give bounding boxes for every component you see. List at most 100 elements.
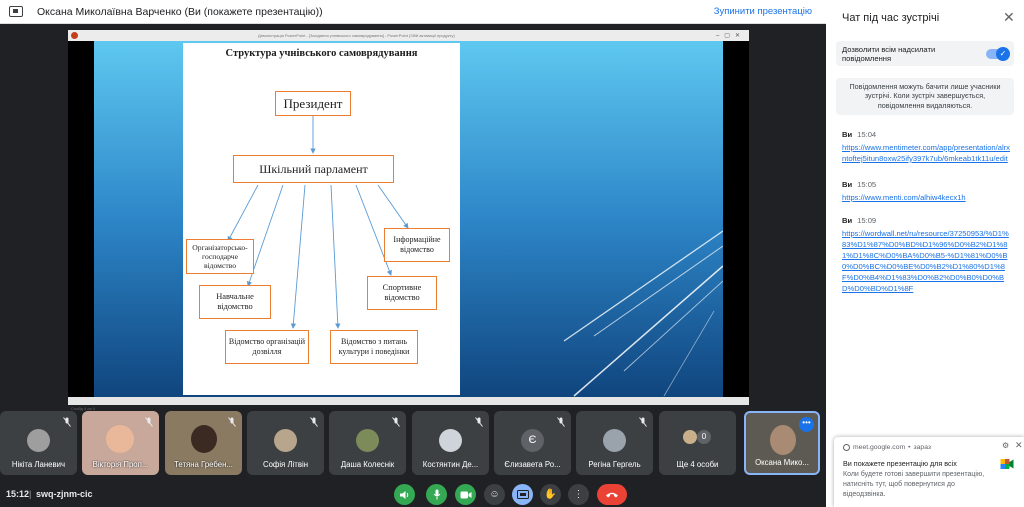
chat-panel: Чат під час зустрічі ✕ Дозволити всім на… <box>826 0 1024 507</box>
participant-tile[interactable]: Софія Літвін <box>247 411 324 475</box>
slide-counter: Слайд 4 из 9 <box>71 406 95 411</box>
participant-tile[interactable]: Тетяна Гребен... <box>165 411 242 475</box>
more-participants-tile[interactable]: 0 Ще 4 особи <box>659 411 736 475</box>
message-sender: Ви <box>842 216 853 225</box>
message-time: 15:09 <box>857 216 877 225</box>
end-call-button[interactable] <box>597 484 627 505</box>
close-icon[interactable]: ✕ <box>1015 440 1023 450</box>
avatar <box>27 429 50 452</box>
message-sender: Ви <box>842 180 853 189</box>
participant-tile[interactable]: Регіна Гергель <box>576 411 653 475</box>
notification-source: meet.google.com • зараз <box>843 444 931 451</box>
mic-icon <box>433 489 440 500</box>
message-sender: Ви <box>842 130 853 139</box>
avatar <box>683 430 697 444</box>
participant-name: Регіна Гергель <box>588 460 641 469</box>
allow-messages-row: Дозволити всім надсилати повідомлення ✓ <box>836 41 1014 66</box>
raise-hand-button[interactable]: ✋ <box>540 484 561 505</box>
separator: | <box>29 489 32 499</box>
participant-name: Даша Колеснік <box>340 460 395 469</box>
allow-messages-label: Дозволити всім надсилати повідомлення <box>842 44 936 63</box>
box-sport: Спортивне відомство <box>367 276 437 310</box>
avatar-initial: Є <box>521 429 544 452</box>
mic-off-icon <box>557 417 565 427</box>
reactions-button[interactable]: ☺ <box>484 484 505 505</box>
chat-message: Ви 15:05 https://www.menti.com/alhiw4kecx… <box>842 180 1012 203</box>
present-button[interactable] <box>512 484 533 505</box>
more-vert-icon: ⋮ <box>573 489 584 500</box>
presentation-statusbar: Слайд 4 из 9 <box>68 397 749 411</box>
present-screen-icon <box>516 490 529 499</box>
speaker-button[interactable] <box>394 484 415 505</box>
more-count: 0 <box>697 430 711 444</box>
chat-notice: Повідомлення можуть бачити лише учасники… <box>836 78 1014 115</box>
mic-off-icon <box>63 417 71 427</box>
box-culture: Відомство з питань культури і поведінки <box>330 330 418 364</box>
gear-icon[interactable]: ⚙ <box>1002 441 1010 450</box>
chat-title: Чат під час зустрічі <box>842 12 940 24</box>
box-education: Навчальне відомство <box>199 285 271 319</box>
microphone-button[interactable] <box>426 484 447 505</box>
hand-icon: ✋ <box>544 489 557 500</box>
more-options-icon[interactable]: ••• <box>799 417 814 432</box>
avatar <box>274 429 297 452</box>
message-link[interactable]: https://www.mentimeter.com/app/presentat… <box>842 143 1010 163</box>
mic-off-icon <box>228 417 236 427</box>
avatar <box>603 429 626 452</box>
present-notification[interactable]: meet.google.com • зараз ⚙ ✕ Ви покажете … <box>834 437 1024 507</box>
meet-logo-icon <box>1000 459 1014 469</box>
mic-off-icon <box>145 417 153 427</box>
self-tile[interactable]: ••• Оксана Мико... <box>744 411 820 475</box>
avatar <box>356 429 379 452</box>
participant-tile[interactable]: Є Єлизавета Ро... <box>494 411 571 475</box>
mic-off-icon <box>392 417 400 427</box>
box-info: Інформаційне відомство <box>384 228 450 262</box>
presentation-window-title: Демонстрація PowerPoint - [Засідання учн… <box>258 33 455 38</box>
message-link[interactable]: https://wordwall.net/ru/resource/3725095… <box>842 229 1009 293</box>
box-leisure: Відомство організацій дозвілля <box>225 330 309 364</box>
slide-decoration-lines <box>563 230 723 397</box>
video-feed <box>191 425 217 453</box>
video-feed <box>106 425 134 453</box>
message-time: 15:05 <box>857 180 877 189</box>
participant-name: Єлизавета Ро... <box>504 460 561 469</box>
mic-off-icon <box>310 417 318 427</box>
control-bar: 15:12 | swq-zjnm-cic ☺ ✋ ⋮ <box>0 481 826 507</box>
chat-message: Ви 15:04 https://www.mentimeter.com/app/p… <box>842 130 1012 164</box>
participant-name: Тетяна Гребен... <box>174 460 233 469</box>
globe-icon <box>843 444 850 451</box>
box-president: Президент <box>275 91 351 116</box>
participant-tile[interactable]: Костянтин Де... <box>412 411 489 475</box>
camera-icon <box>460 491 471 498</box>
more-options-button[interactable]: ⋮ <box>568 484 589 505</box>
notification-time: зараз <box>913 444 932 451</box>
participant-tile[interactable]: Даша Колеснік <box>329 411 406 475</box>
meeting-code: swq-zjnm-cic <box>36 489 93 499</box>
presentation-titlebar: Демонстрація PowerPoint - [Засідання учн… <box>68 30 749 41</box>
participant-tile[interactable]: Нікіта Ланевич <box>0 411 77 475</box>
close-icon[interactable]: ✕ <box>1003 9 1015 25</box>
mic-off-icon <box>639 417 647 427</box>
participant-name: Оксана Мико... <box>755 458 809 467</box>
box-org-household: Організаторсько-господарче відомство <box>186 239 254 274</box>
camera-button[interactable] <box>455 484 476 505</box>
avatar <box>439 429 462 452</box>
window-controls[interactable]: –▢✕ <box>715 33 745 39</box>
emoji-icon: ☺ <box>489 489 500 500</box>
notification-dot: • <box>908 444 911 451</box>
notification-body: Коли будете готові завершити презентацію… <box>843 471 985 498</box>
video-feed <box>770 425 796 455</box>
slide-title: Структура учнівського самоврядування <box>225 48 418 59</box>
message-link[interactable]: https://www.menti.com/alhiw4kecx1h <box>842 193 966 202</box>
participant-tile[interactable]: Вікторія Проп... <box>82 411 159 475</box>
allow-messages-toggle[interactable]: ✓ <box>986 46 1010 61</box>
participant-name: Вікторія Проп... <box>92 460 149 469</box>
mic-off-icon <box>475 417 483 427</box>
message-time: 15:04 <box>857 130 877 139</box>
powerpoint-icon <box>71 32 78 39</box>
stop-presenting-button[interactable]: Зупинити презентацію <box>713 6 812 17</box>
meeting-time: 15:12 <box>6 489 30 499</box>
present-screen-icon <box>9 6 23 17</box>
participant-name: Костянтин Де... <box>422 460 479 469</box>
phone-hangup-icon <box>606 492 618 498</box>
